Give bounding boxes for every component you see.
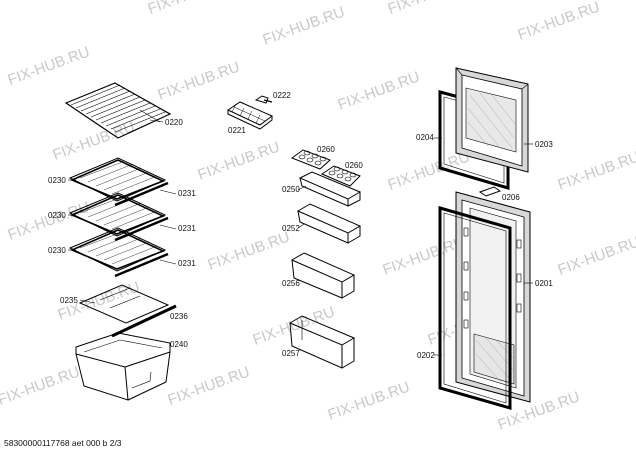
- watermark-text: FIX-HUB.RU: [336, 68, 422, 113]
- glass-shelf-3: [68, 227, 169, 278]
- watermark-text: FIX-HUB.RU: [196, 138, 282, 183]
- part-label-0202: 0202: [417, 351, 435, 360]
- part-label-0260: 0260: [317, 145, 335, 154]
- watermark-text: FIX-HUB.RU: [251, 303, 337, 348]
- watermark-text: FIX-HUB.RU: [6, 43, 92, 88]
- egg-tray-0260-a: [290, 149, 331, 170]
- part-label-0250: 0250: [282, 185, 300, 194]
- part-label-0240: 0240: [170, 340, 188, 349]
- watermark-text: FIX-HUB.RU: [516, 0, 602, 44]
- part-label-0236: 0236: [170, 312, 188, 321]
- part-label-0231: 0231: [178, 189, 196, 198]
- ice-tray-0221: [226, 101, 273, 130]
- part-label-0231: 0231: [178, 259, 196, 268]
- leader-line: [159, 259, 177, 265]
- leader-line: [159, 224, 177, 230]
- glass-shelf-1: [68, 157, 169, 207]
- wire-shelf-0220: [64, 82, 172, 139]
- part-label-0201: 0201: [535, 279, 553, 288]
- leader-line: [159, 189, 177, 195]
- watermark-text: FIX-HUB.RU: [206, 228, 292, 273]
- part-label-0230: 0230: [48, 211, 66, 220]
- egg-tray-0260-b: [320, 165, 361, 187]
- freezer-door-0203: [455, 67, 529, 173]
- watermark-text: FIX-HUB.RU: [6, 198, 92, 243]
- part-label-0230: 0230: [48, 176, 66, 185]
- watermark-text: FIX-HUB.RU: [156, 58, 242, 103]
- watermark-text: FIX-HUB.RU: [381, 233, 467, 278]
- leader-line: [149, 119, 164, 123]
- fridge-door-gasket-0202: [438, 206, 512, 410]
- part-label-0256: 0256: [282, 279, 300, 288]
- watermark-text: FIX-HUB.RU: [166, 363, 252, 408]
- door-shelf-0252: [296, 203, 362, 244]
- leader-line: [79, 299, 96, 304]
- part-label-0204: 0204: [416, 133, 434, 142]
- leader-line: [297, 223, 305, 229]
- watermark-text: FIX-HUB.RU: [386, 0, 472, 18]
- watermark-text: FIX-HUB.RU: [261, 3, 347, 48]
- watermark-text: FIX-HUB.RU: [556, 148, 636, 193]
- crisper-trim-0236: [111, 304, 177, 338]
- glass-plate-0235: [78, 284, 170, 324]
- part-label-0231: 0231: [178, 224, 196, 233]
- leader-line: [297, 185, 307, 191]
- watermark-layer: FIX-HUB.RU FIX-HUB.RU FIX-HUB.RU FIX-HUB…: [0, 0, 636, 434]
- part-label-0235: 0235: [60, 296, 78, 305]
- door-shelf-0256: [290, 252, 356, 299]
- watermark-text: FIX-HUB.RU: [51, 118, 137, 163]
- part-label-0260: 0260: [345, 161, 363, 170]
- part-label-0221: 0221: [228, 126, 246, 135]
- ice-scoop-0222: [254, 95, 273, 104]
- glass-shelf-2: [68, 192, 169, 242]
- part-label-0230: 0230: [48, 246, 66, 255]
- watermark-text: FIX-HUB.RU: [326, 378, 412, 423]
- part-label-0220: 0220: [165, 118, 183, 127]
- crisper-drawer-0240: [75, 332, 171, 401]
- watermark-text: FIX-HUB.RU: [146, 0, 232, 18]
- door-shelf-0250: [298, 171, 362, 207]
- watermark-text: FIX-HUB.RU: [386, 148, 472, 193]
- part-label-0252: 0252: [282, 224, 300, 233]
- part-label-0206: 0206: [502, 193, 520, 202]
- part-label-0257: 0257: [282, 349, 300, 358]
- part-label-0203: 0203: [535, 140, 553, 149]
- watermark-text: FIX-HUB.RU: [556, 233, 636, 278]
- watermark-text: FIX-HUB.RU: [0, 363, 82, 408]
- door-bin-0257: [288, 315, 356, 369]
- drawing-number-footer: 58300000117768 aet 000 b 2/3: [4, 438, 122, 448]
- part-label-0222: 0222: [273, 91, 291, 100]
- hinge-cover-0206: [478, 186, 502, 197]
